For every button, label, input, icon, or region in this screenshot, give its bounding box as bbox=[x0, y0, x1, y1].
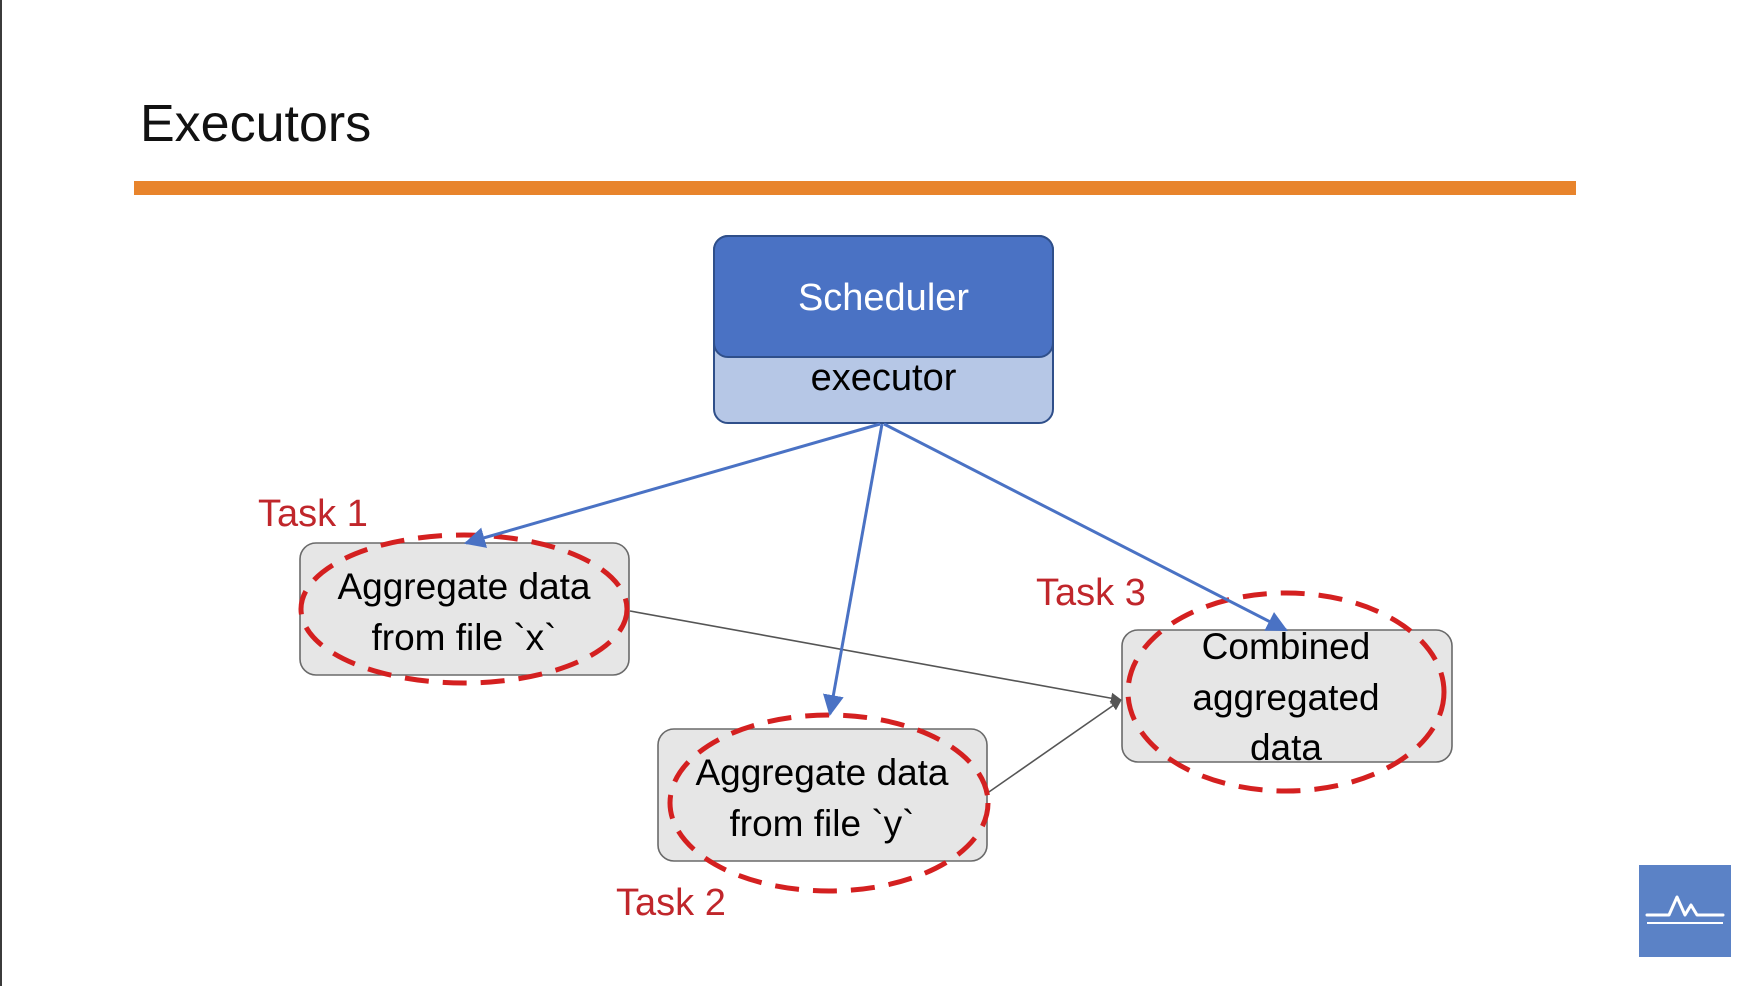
task3-label-line1: Combined bbox=[1202, 626, 1371, 667]
scheduler-panel bbox=[713, 235, 1054, 358]
task2-node: Aggregate data from file `y` Task 2 bbox=[616, 712, 991, 924]
task3-label-line3: data bbox=[1250, 727, 1322, 768]
scheduler-label: Scheduler bbox=[798, 277, 969, 319]
task2-tag: Task 2 bbox=[616, 882, 726, 924]
arrow-task1-to-task3 bbox=[629, 610, 1123, 704]
task1-label-line1: Aggregate data bbox=[337, 566, 590, 607]
arrow-executor-to-task1 bbox=[463, 422, 881, 548]
arrow-task2-to-task3 bbox=[985, 699, 1122, 795]
brand-logo bbox=[1639, 865, 1731, 957]
waveform-logo-icon bbox=[1645, 895, 1725, 924]
task1-label-line2: from file `x` bbox=[372, 617, 557, 658]
task3-tag: Task 3 bbox=[1036, 572, 1146, 614]
arrow-executor-to-task3 bbox=[883, 422, 1288, 632]
scheduler-box: Scheduler executor bbox=[713, 235, 1054, 424]
task3-label-line2: aggregated bbox=[1192, 677, 1379, 718]
task2-label-line1: Aggregate data bbox=[695, 752, 948, 793]
title-underline bbox=[134, 181, 1576, 195]
executor-label: executor bbox=[811, 357, 957, 399]
arrow-executor-to-task2 bbox=[823, 423, 884, 717]
left-edge-border bbox=[0, 0, 2, 986]
task2-label-line2: from file `y` bbox=[730, 803, 915, 844]
task1-node: Aggregate data from file `x` Task 1 bbox=[258, 493, 630, 686]
task1-tag: Task 1 bbox=[258, 493, 368, 535]
task3-outline bbox=[1125, 590, 1447, 794]
slide-title: Executors bbox=[140, 95, 372, 153]
task3-node: Combined aggregated data Task 3 bbox=[1036, 572, 1453, 794]
